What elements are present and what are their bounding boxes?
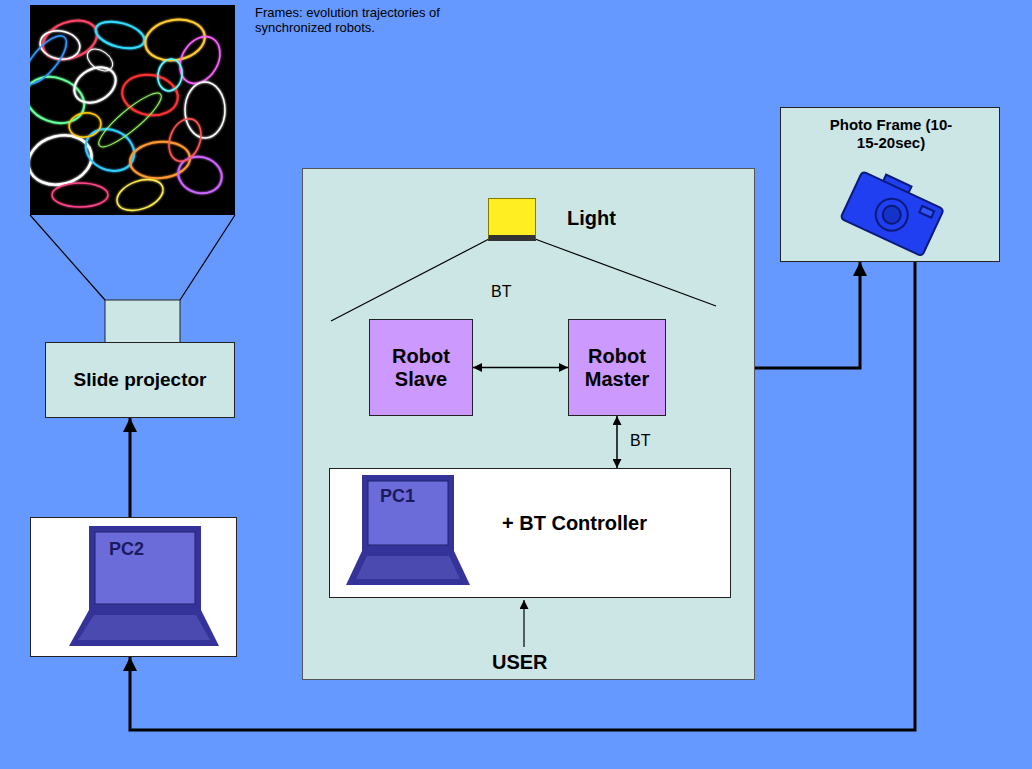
laptop-keyboard [346,551,470,585]
user-label: USER [492,651,548,674]
laptop-keys [78,615,210,640]
light-beam [535,239,716,306]
connector-arrow [130,262,915,730]
light-cone [303,169,756,681]
laptop-lid [89,526,201,610]
camera-flash [919,206,934,218]
pc-box: PC1 + BT Controller [329,468,731,598]
connector-arrow [129,418,132,517]
computer-name: PC2 [109,539,144,561]
camera-box: Photo Frame (10-15-20sec) [780,107,1000,262]
pc-box: PC2 [30,517,237,657]
computer-name: PC1 [380,486,415,508]
camera-title: Photo Frame (10-15-20sec) [828,116,954,152]
laptop-keyboard [69,610,219,646]
box-label: Robot Slave [376,345,466,391]
laptop-screen [368,481,448,545]
link-label: BT [491,283,511,301]
projector-funnel [30,215,235,300]
laptop-lid [362,475,454,551]
camera-icon [840,165,947,257]
laptop-screen [95,532,195,604]
projector-box: Slide projector [45,342,235,418]
connector-arrow [473,367,568,369]
connector-arrow [616,416,618,468]
robot-box: Robot Slave [369,319,473,416]
laptop-keys [356,556,460,579]
robot-box: Robot Master [568,319,666,416]
link-label: BT [630,432,650,450]
photo-note: Frames: evolution trajectories of synchr… [255,6,441,36]
camera-lens [880,203,904,227]
connector-arrow [755,262,860,368]
camera-lens [870,193,913,236]
camera-body [840,171,944,256]
lamp-label: Light [567,206,616,230]
box-label: Robot Master [575,345,659,391]
user-arrow [523,600,524,647]
box-label: Slide projector [73,369,206,391]
light-beam [331,239,489,321]
light-lamp: Light [488,198,536,241]
scene-panel: LightRobot Slave Robot Master PC1 + BT Con… [302,168,755,680]
light-trail-photo [17,5,235,216]
projector-lens [105,300,180,343]
controller-label: + BT Controller [502,511,647,535]
